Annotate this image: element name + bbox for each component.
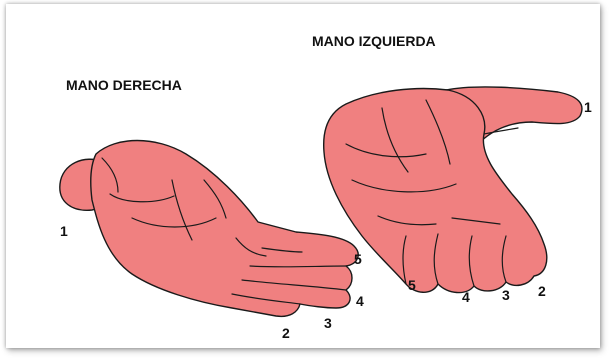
- left-finger-2: 2: [538, 283, 546, 299]
- right-finger-5: 5: [354, 251, 362, 267]
- left-finger-5: 5: [408, 277, 416, 293]
- hands-illustration: MANO IZQUIERDA MANO DERECHA 1 5 4 3 2: [6, 4, 600, 348]
- left-hand: [324, 87, 582, 293]
- left-finger-1: 1: [584, 99, 592, 115]
- right-finger-1: 1: [60, 223, 68, 239]
- right-hand-title: MANO DERECHA: [66, 77, 182, 93]
- right-finger-2: 2: [282, 325, 290, 341]
- right-finger-4: 4: [356, 293, 364, 309]
- left-finger-3: 3: [502, 287, 510, 303]
- left-hand-title: MANO IZQUIERDA: [312, 33, 436, 49]
- figure-frame: MANO IZQUIERDA MANO DERECHA 1 5 4 3 2: [6, 4, 600, 348]
- right-finger-3: 3: [324, 315, 332, 331]
- left-finger-4: 4: [462, 289, 470, 305]
- right-hand: [60, 141, 358, 317]
- right-hand-palm: [91, 141, 358, 317]
